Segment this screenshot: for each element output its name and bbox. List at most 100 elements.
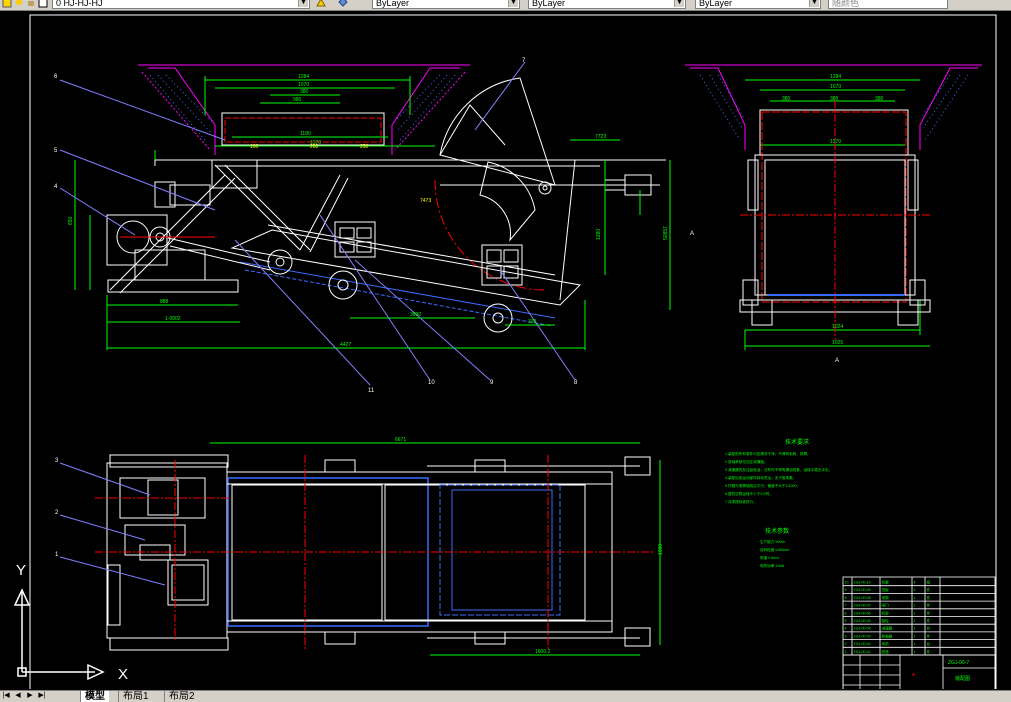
bom-cell: 联轴器 xyxy=(882,633,893,638)
linetype-dropdown-value: ByLayer xyxy=(532,0,566,8)
svg-text:50857: 50857 xyxy=(663,226,669,240)
bom-cell: 机架 xyxy=(882,610,890,615)
svg-text:5: 5 xyxy=(54,148,58,154)
bom-cell: 4 xyxy=(845,627,847,631)
linetype-dropdown[interactable]: ByLayer ▼ xyxy=(528,0,686,9)
bom-cell: ZGJ-00-09 xyxy=(854,588,871,592)
chevron-down-icon[interactable]: ▼ xyxy=(809,0,819,7)
bom-cell: 1 xyxy=(914,627,916,631)
params-line: 电机功率 11kW xyxy=(760,563,785,568)
front-view xyxy=(59,61,671,386)
bom-cell: 台 xyxy=(927,626,931,631)
ucs-x-label: X xyxy=(118,666,129,683)
tab-layout2[interactable]: 布局2 xyxy=(164,691,199,702)
bom-cell: 2 xyxy=(914,588,916,592)
bom-cell: 7 xyxy=(845,604,847,608)
layer-state-icon[interactable] xyxy=(2,0,12,8)
svg-text:1180: 1180 xyxy=(300,131,311,137)
bom-cell: 1 xyxy=(914,604,916,608)
bom-cell: 电机 xyxy=(882,641,890,646)
make-current-icon[interactable] xyxy=(316,0,326,8)
svg-text:4427: 4427 xyxy=(340,342,351,348)
layer-dropdown-value: 0 HJ-HJ-HJ xyxy=(56,0,103,8)
notes-line: 5.托辊与滚筒轴线应平行，偏差不大于1/1000。 xyxy=(725,483,800,488)
svg-text:1370: 1370 xyxy=(830,139,841,145)
svg-text:10: 10 xyxy=(428,380,435,386)
bom-cell: 底座 xyxy=(882,649,890,654)
svg-text:330: 330 xyxy=(528,319,537,325)
svg-text:4: 4 xyxy=(54,184,58,190)
svg-text:380: 380 xyxy=(782,96,791,102)
bom-cell: 10 xyxy=(845,581,849,585)
color-dropdown[interactable]: ByLayer ▼ xyxy=(372,0,520,9)
chevron-down-icon[interactable]: ▼ xyxy=(298,0,308,7)
notes-line: 3.减速器内加注齿轮油，试车时不得有漏油现象，运转平稳无冲击。 xyxy=(725,467,832,472)
svg-text:980: 980 xyxy=(293,97,302,103)
bom-cell: 链轮 xyxy=(882,618,890,623)
svg-text:1025: 1025 xyxy=(832,340,843,346)
bom-cell: 组 xyxy=(927,580,931,585)
svg-text:1070: 1070 xyxy=(830,84,841,90)
bom-cell: ZGJ-00-02 xyxy=(854,642,871,646)
prev-tab-icon[interactable]: ◀ xyxy=(15,692,21,699)
drawing-border xyxy=(29,14,997,689)
last-tab-icon[interactable]: ▶| xyxy=(38,692,46,699)
svg-text:380: 380 xyxy=(875,96,884,102)
layer-previous-icon[interactable] xyxy=(338,0,348,8)
tab-model[interactable]: 模型 xyxy=(80,691,109,702)
plan-view-balloons: 321 xyxy=(55,458,59,558)
bom-cell: 件 xyxy=(927,603,931,608)
lineweight-dropdown[interactable]: ByLayer ▼ xyxy=(695,0,821,9)
ucs-y-label: Y xyxy=(16,562,27,579)
side-view xyxy=(685,64,982,350)
params-line: 给料粒度 ≤350mm xyxy=(760,547,789,552)
first-tab-icon[interactable]: |◀ xyxy=(2,692,10,699)
color-dropdown-value: ByLayer xyxy=(376,0,410,8)
chevron-down-icon[interactable]: ▼ xyxy=(674,0,684,7)
sun-icon[interactable] xyxy=(14,0,24,8)
notes-line: 6.整机空载运转不少于2小时。 xyxy=(725,491,773,496)
bom-cell: 件 xyxy=(927,633,931,638)
bom-cell: 1 xyxy=(914,634,916,638)
bom-cell: 件 xyxy=(927,649,931,654)
bom-cell: ZGJ-00-10 xyxy=(854,581,871,585)
dimension-lines-top xyxy=(154,76,435,160)
plan-view xyxy=(59,442,661,656)
technical-notes: 技术要求 1.装配前所有零件均应清洗干净，不得有毛刺、铁屑。2.各轴承部位加注润… xyxy=(725,438,832,568)
drawing-name: 装配图 xyxy=(955,675,970,682)
svg-text:650: 650 xyxy=(68,216,74,225)
svg-text:A: A xyxy=(835,358,839,364)
bom-cell: ZGJ-00-01 xyxy=(854,650,871,654)
layer-dropdown[interactable]: 0 HJ-HJ-HJ ▼ xyxy=(52,0,310,9)
next-tab-icon[interactable]: ▶ xyxy=(27,692,33,699)
tab-layout1[interactable]: 布局1 xyxy=(118,691,153,702)
bom-cell: 2 xyxy=(845,642,847,646)
drawing-stamp: ● xyxy=(912,672,915,678)
bom-cell: 6 xyxy=(845,611,847,615)
plotstyle-dropdown[interactable]: 随颜色 xyxy=(828,0,948,9)
bom-cell: 托辊 xyxy=(882,580,890,585)
chevron-down-icon[interactable]: ▼ xyxy=(508,0,518,7)
bom-cell: 9 xyxy=(845,588,847,592)
notes-line: 4.装配后各运动部件转动灵活，无卡阻现象。 xyxy=(725,475,796,480)
params-line: 带速 0.5m/s xyxy=(760,555,779,560)
bom-cell: 1 xyxy=(914,596,916,600)
bom-cell: 件 xyxy=(927,587,931,592)
lock-icon[interactable] xyxy=(26,0,36,8)
svg-text:1-0002: 1-0002 xyxy=(165,316,181,322)
params-line: 生产能力 500t/h xyxy=(760,539,785,544)
ucs-icon xyxy=(13,588,105,681)
color-swatch-icon[interactable] xyxy=(38,0,48,8)
bom-cell: 8 xyxy=(845,596,847,600)
svg-text:380: 380 xyxy=(300,89,309,95)
properties-toolbar: 0 HJ-HJ-HJ ▼ ByLayer ▼ ByLayer ▼ ByLayer… xyxy=(0,0,1011,11)
svg-text:200: 200 xyxy=(310,144,319,150)
params-title: 技术参数 xyxy=(765,527,789,535)
bom-cell: ZGJ-00-05 xyxy=(854,619,871,623)
